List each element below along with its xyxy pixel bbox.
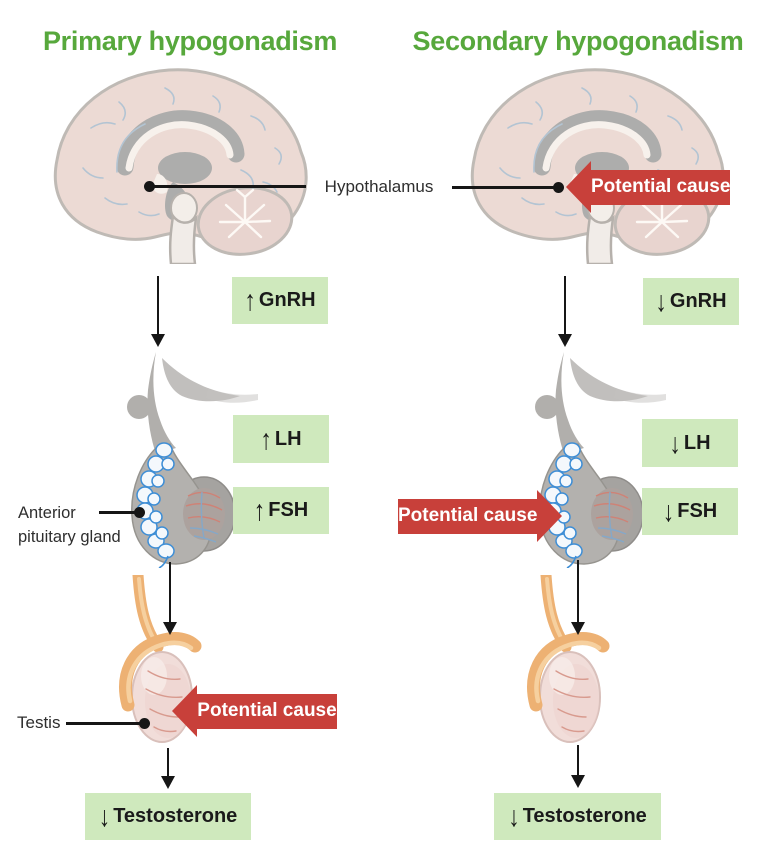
lh-box-right: ↓ LH xyxy=(642,419,738,467)
potential-cause-label: Potential cause xyxy=(398,505,538,526)
down-arrow-icon: ↓ xyxy=(98,799,111,833)
arrowhead-left-icon xyxy=(172,685,197,737)
flow-arrow-down xyxy=(570,560,586,635)
testosterone-box-left: ↓ Testosterone xyxy=(85,793,251,840)
potential-cause-arrow-hypothalamus: Potential cause xyxy=(566,161,731,213)
lh-label: LH xyxy=(683,431,711,454)
up-arrow-icon: ↑ xyxy=(244,283,256,317)
flow-arrow-down xyxy=(160,748,176,789)
testosterone-label: Testosterone xyxy=(113,805,238,827)
primary-hypogonadism-title: Primary hypogonadism xyxy=(42,26,338,56)
arrowhead-left-icon xyxy=(566,161,591,213)
leader-line xyxy=(99,511,139,514)
annotation-dot xyxy=(144,181,155,192)
potential-cause-arrow-pituitary: Potential cause xyxy=(398,490,563,542)
fsh-box-right: ↓ FSH xyxy=(642,488,738,535)
hypothalamus-label: Hypothalamus xyxy=(324,177,434,196)
down-arrow-icon: ↓ xyxy=(655,284,667,318)
flow-arrow-down xyxy=(150,276,166,347)
secondary-hypogonadism-title: Secondary hypogonadism xyxy=(412,26,744,56)
gnrh-box-right: ↓ GnRH xyxy=(643,278,739,325)
testosterone-label: Testosterone xyxy=(522,805,647,827)
leader-line xyxy=(452,186,558,189)
down-arrow-icon: ↓ xyxy=(669,426,681,459)
fsh-label: FSH xyxy=(268,499,309,521)
down-arrow-icon: ↓ xyxy=(508,799,520,833)
annotation-dot xyxy=(553,182,564,193)
anterior-pituitary-label: Anterior pituitary gland xyxy=(18,501,121,549)
lh-box-left: ↑ LH xyxy=(233,415,329,463)
up-arrow-icon: ↑ xyxy=(260,422,272,455)
fsh-label: FSH xyxy=(677,500,718,522)
leader-line xyxy=(152,185,306,188)
flow-arrow-down xyxy=(570,745,586,788)
anterior-pituitary-label-line2: pituitary gland xyxy=(18,528,121,546)
flow-arrow-down xyxy=(557,276,573,347)
gnrh-label: GnRH xyxy=(669,290,727,312)
annotation-dot xyxy=(139,718,150,729)
flow-arrow-down xyxy=(162,562,178,635)
testis-label: Testis xyxy=(17,713,61,732)
leader-line xyxy=(66,722,144,725)
annotation-dot xyxy=(134,507,145,518)
fsh-box-left: ↑ FSH xyxy=(233,487,329,534)
gnrh-box-left: ↑ GnRH xyxy=(232,277,328,324)
up-arrow-icon: ↑ xyxy=(253,493,266,527)
anterior-pituitary-label-line1: Anterior xyxy=(18,504,76,522)
lh-label: LH xyxy=(274,427,302,450)
testosterone-box-right: ↓ Testosterone xyxy=(494,793,661,840)
potential-cause-label: Potential cause xyxy=(197,700,337,721)
down-arrow-icon: ↓ xyxy=(662,494,675,528)
potential-cause-label: Potential cause xyxy=(591,176,731,197)
arrowhead-right-icon xyxy=(537,490,563,542)
potential-cause-arrow-testis: Potential cause xyxy=(172,685,337,737)
gnrh-label: GnRH xyxy=(258,289,316,311)
brain-illustration-left xyxy=(35,64,315,264)
